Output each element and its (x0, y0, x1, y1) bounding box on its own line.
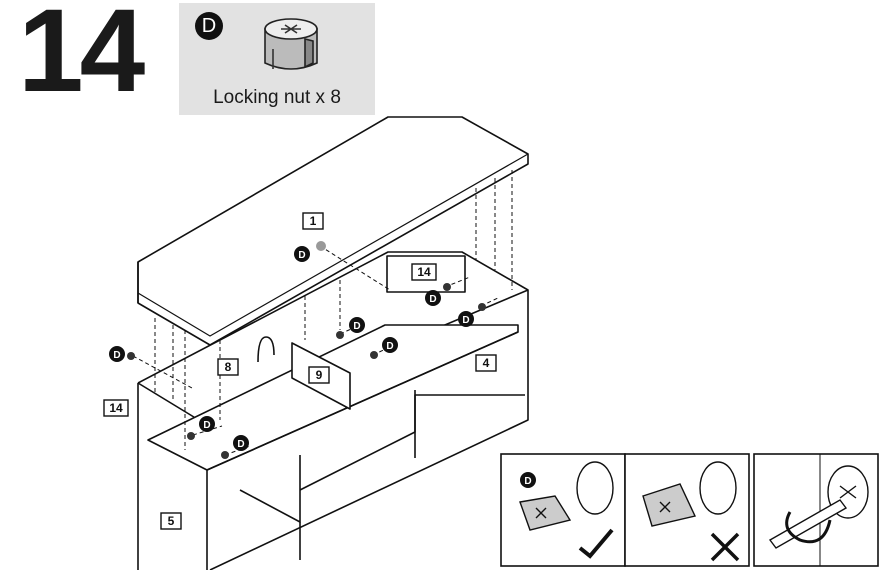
svg-text:14: 14 (109, 401, 123, 415)
svg-text:D: D (386, 341, 393, 352)
svg-text:8: 8 (225, 360, 232, 374)
svg-text:D: D (429, 294, 436, 305)
panel-label-8: 8 (217, 358, 239, 376)
locking-nut-icon (264, 18, 318, 70)
svg-text:14: 14 (417, 265, 431, 279)
hardware-d-marker: D (294, 241, 326, 262)
hardware-d-marker: D (425, 283, 451, 306)
hardware-markers: D D D D D D D D (109, 241, 486, 459)
detail-panel-correct: D (500, 453, 626, 567)
panel-labels: 1 14 8 9 4 14 5 (103, 212, 497, 530)
panel-label-9: 9 (308, 366, 330, 384)
check-icon (578, 528, 614, 559)
rotate-arrow-icon (785, 511, 832, 544)
svg-text:D: D (353, 321, 360, 332)
hardware-d-marker: D (221, 435, 249, 459)
screwdriver-icon (768, 499, 848, 549)
svg-text:D: D (462, 315, 469, 326)
svg-text:D: D (237, 439, 244, 450)
hardware-d-marker: D (370, 337, 398, 359)
part-callout: D Locking nut x 8 (179, 3, 375, 115)
panel-label-14-side: 14 (103, 399, 129, 417)
panel-label-5: 5 (160, 512, 182, 530)
part-caption: Locking nut x 8 (213, 87, 341, 108)
hardware-d-marker: D (187, 416, 215, 440)
svg-text:D: D (524, 476, 531, 487)
cross-icon (710, 532, 740, 562)
detail-panel-incorrect (624, 453, 750, 567)
part-letter-badge: D (195, 12, 223, 40)
step-number: 14 (18, 0, 145, 117)
svg-text:9: 9 (316, 368, 323, 382)
hardware-d-marker: D (109, 346, 135, 362)
hardware-d-marker: D (336, 317, 365, 339)
hardware-d-marker: D (458, 303, 486, 327)
svg-text:D: D (113, 350, 120, 361)
svg-text:D: D (203, 420, 210, 431)
panel-label-1: 1 (302, 212, 324, 230)
detail-panel-turn (753, 453, 879, 567)
svg-text:4: 4 (483, 356, 490, 370)
svg-text:D: D (298, 250, 305, 261)
svg-text:1: 1 (310, 214, 317, 228)
svg-text:5: 5 (168, 514, 175, 528)
panel-label-14-back: 14 (411, 263, 437, 281)
panel-label-4: 4 (475, 354, 497, 372)
